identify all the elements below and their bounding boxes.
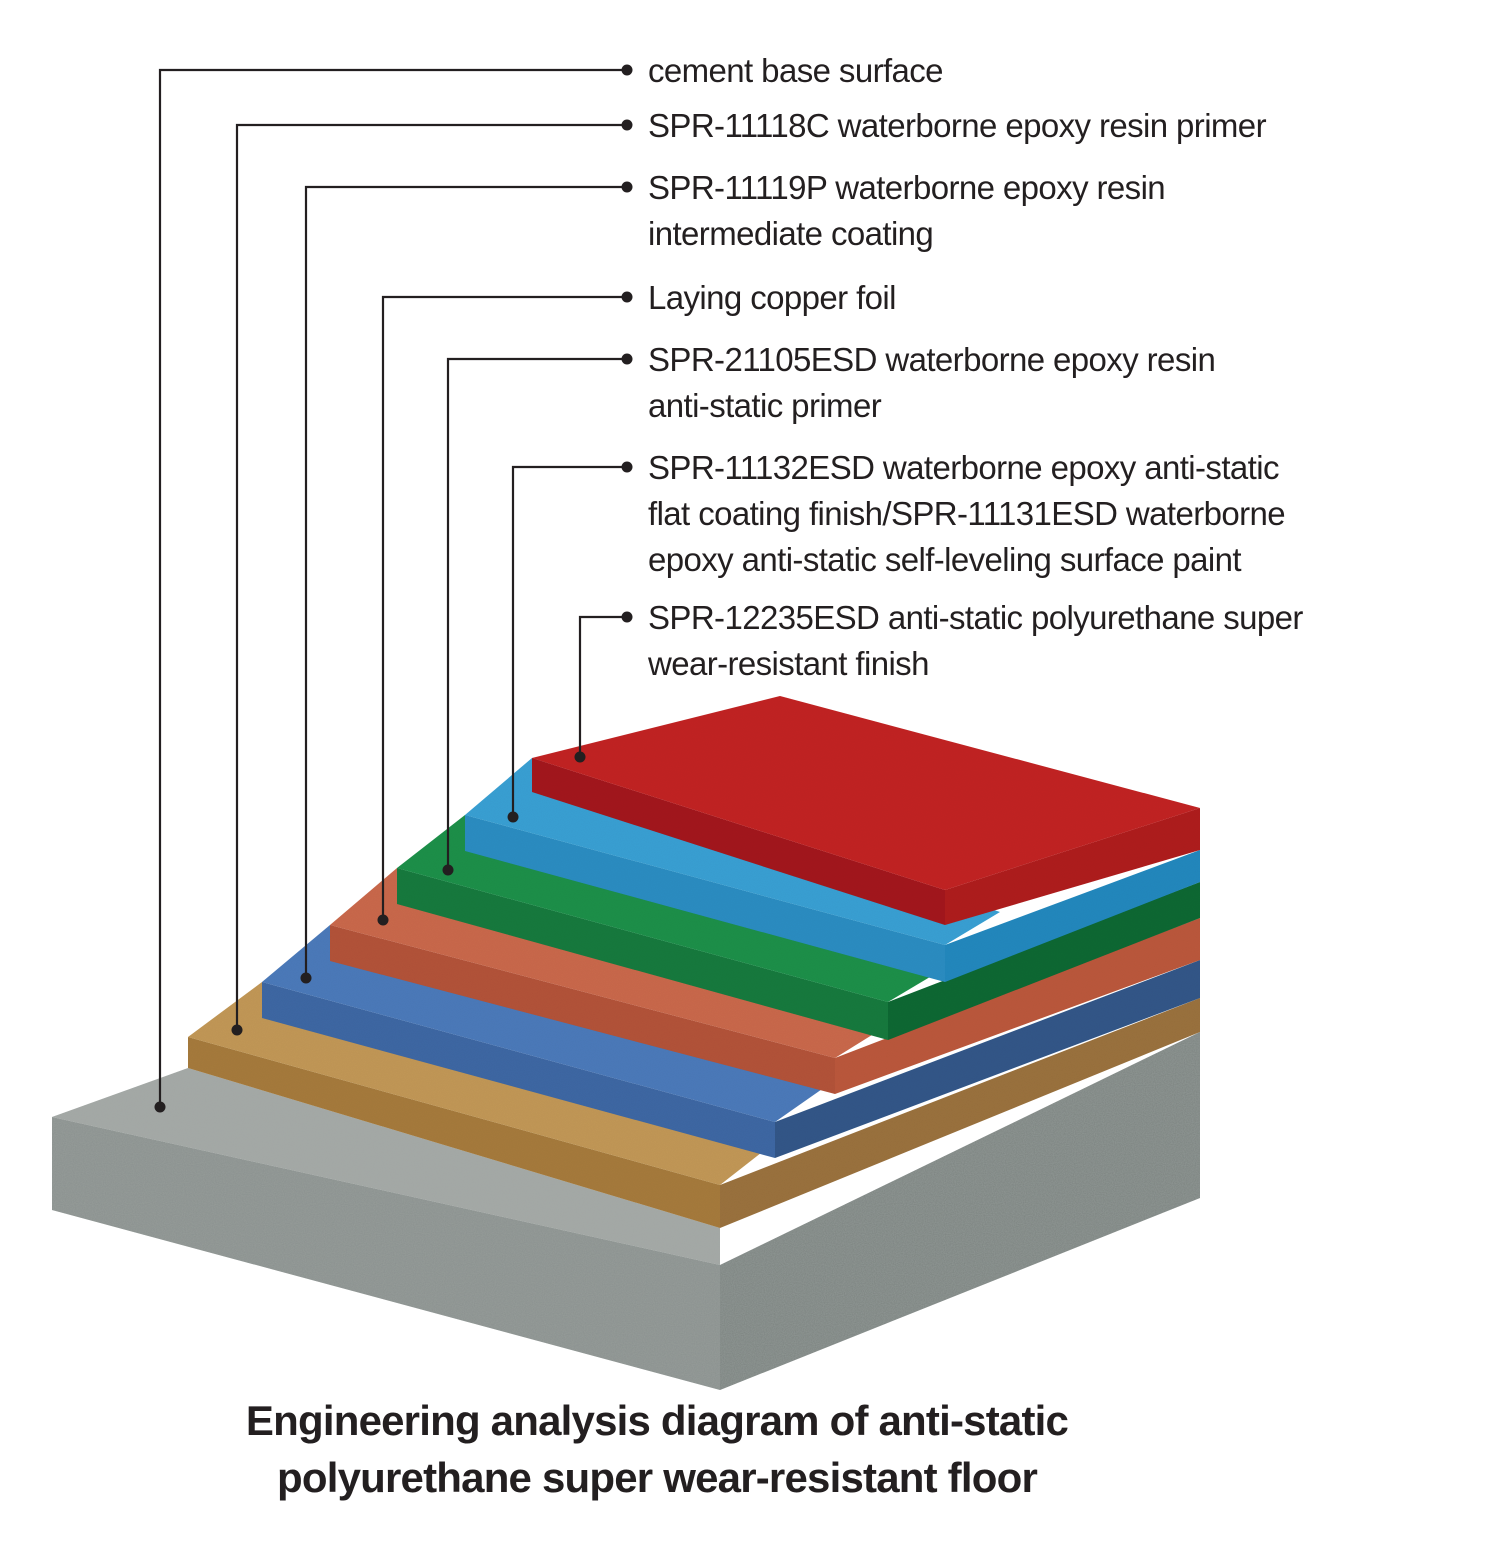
leader-copper [377,291,633,926]
leader-line [158,68,627,1107]
label-esd-primer: SPR-21105ESD waterborne epoxy resin anti-… [648,341,1215,424]
layer-dot [442,864,454,876]
label-esd-finish-line-1: SPR-11132ESD waterborne epoxy anti-stati… [648,449,1279,486]
label-esd-finish-line-3: epoxy anti-static self-leveling surface … [648,541,1241,578]
esd-finish-side-face [945,850,1200,982]
label-copper: Laying copper foil [648,279,896,316]
cement-top-face [52,1068,720,1265]
leader-line [446,357,627,870]
pu-finish-side-face [945,808,1200,925]
label-dot [621,181,633,193]
slab-pu-finish [532,696,1200,925]
diagram-title-line-1: Engineering analysis diagram of anti-sta… [246,1397,1069,1444]
label-copper-line-1: Laying copper foil [648,279,896,316]
label-pu-finish-line-2: wear-resistant finish [647,645,929,682]
label-primer-line-1: SPR-11118C waterborne epoxy resin primer [648,107,1267,144]
label-intermediate-line-1: SPR-11119P waterborne epoxy resin [648,169,1165,206]
label-pu-finish-line-1: SPR-12235ESD anti-static polyurethane su… [648,599,1303,636]
leader-line [578,615,627,757]
layer-dot [377,914,389,926]
label-dot [621,353,633,365]
diagram-title-line-2: polyurethane super wear-resistant floor [277,1454,1037,1501]
leader-intermediate [300,181,633,984]
label-intermediate-line-2: intermediate coating [648,215,933,252]
intermediate-front-face [262,982,775,1158]
label-esd-primer-line-1: SPR-21105ESD waterborne epoxy resin [648,341,1215,378]
esd-primer-front-face [397,868,888,1040]
label-cement: cement base surface [648,52,943,89]
copper-front-face [330,925,835,1094]
layer-dot [574,751,586,763]
leader-line [511,465,627,817]
label-primer: SPR-11118C waterborne epoxy resin primer [648,107,1267,144]
pu-finish-front-face [532,758,945,925]
label-pu-finish: SPR-12235ESD anti-static polyurethane su… [647,599,1303,682]
label-dot [621,119,633,131]
copper-side-face [835,918,1200,1094]
esd-finish-front-face [465,815,945,982]
layer-dot [154,1101,166,1113]
label-esd-finish-line-2: flat coating finish/SPR-11131ESD waterbo… [648,495,1285,532]
leader-line [304,185,627,978]
layer-slabs [52,696,1200,1390]
label-intermediate: SPR-11119P waterborne epoxy resin interme… [648,169,1165,252]
label-dot [621,611,633,623]
leader-line [381,295,627,920]
label-esd-primer-line-2: anti-static primer [648,387,882,424]
intermediate-side-face [775,960,1200,1158]
cement-side-face [720,1032,1200,1390]
leader-primer [231,119,633,1036]
label-cement-line-1: cement base surface [648,52,943,89]
layer-dot [231,1024,243,1036]
pu-finish-top-face [532,696,1200,890]
leader-lines [154,64,633,1113]
slab-cement [52,1032,1200,1390]
esd-primer-side-face [888,882,1200,1040]
leader-esd-primer [442,353,633,876]
leader-line [235,123,627,1030]
cement-front-face [52,1117,720,1390]
label-dot [621,461,633,473]
layer-dot [300,972,312,984]
primer-side-face [720,998,1200,1228]
leader-pu-finish [574,611,633,763]
primer-front-face [188,1037,720,1228]
label-dot [621,64,633,76]
label-dot [621,291,633,303]
leader-esd-finish [507,461,633,823]
label-esd-finish: SPR-11132ESD waterborne epoxy anti-stati… [648,449,1285,578]
layer-dot [507,811,519,823]
leader-cement [154,64,633,1113]
